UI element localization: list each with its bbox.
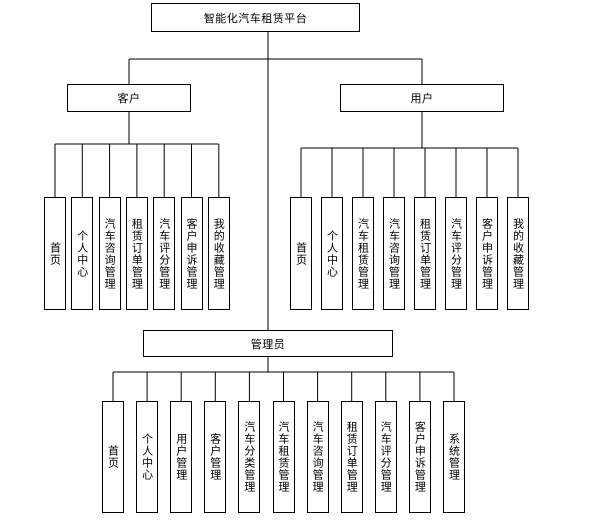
user-child-label: 个人中心 xyxy=(325,229,339,278)
admin-child-label: 个人中心 xyxy=(140,433,154,481)
admin-child-label: 租赁订单管理 xyxy=(345,421,359,493)
root-label: 智能化汽车租赁平台 xyxy=(203,11,308,25)
user-child-7: 客户申诉管理 xyxy=(476,197,498,310)
admin-child-5: 汽车分类管理 xyxy=(238,401,261,513)
customer-label: 客户 xyxy=(117,92,141,105)
admin-child-label: 汽车咨询管理 xyxy=(311,421,325,493)
user-child-label: 客户申诉管理 xyxy=(480,217,494,290)
user-child-label: 汽车咨询管理 xyxy=(387,217,401,290)
user-child-1: 首页 xyxy=(290,197,312,310)
root-node: 智能化汽车租赁平台 xyxy=(151,3,360,32)
admin-child-label: 汽车评分管理 xyxy=(379,421,393,493)
admin-child-6: 汽车租赁管理 xyxy=(272,401,295,513)
admin-child-9: 汽车评分管理 xyxy=(374,401,397,513)
admin-child-7: 汽车咨询管理 xyxy=(306,401,329,513)
admin-child-1: 首页 xyxy=(102,401,124,513)
admin-node: 管理员 xyxy=(143,330,393,357)
customer-child-4: 租赁订单管理 xyxy=(125,197,148,310)
customer-child-1: 首页 xyxy=(44,197,66,310)
admin-child-label: 系统管理 xyxy=(447,433,461,481)
admin-child-4: 客户管理 xyxy=(204,401,227,513)
admin-child-label: 汽车租赁管理 xyxy=(277,421,290,493)
admin-child-label: 客户管理 xyxy=(208,433,222,481)
user-child-label: 租赁订单管理 xyxy=(418,217,432,290)
admin-child-11: 系统管理 xyxy=(443,401,465,513)
user-child-label: 汽车租赁管理 xyxy=(356,217,370,290)
user-child-label: 首页 xyxy=(294,241,308,266)
user-child-4: 汽车咨询管理 xyxy=(383,197,405,310)
admin-child-label: 首页 xyxy=(106,445,120,469)
customer-child-3: 汽车咨询管理 xyxy=(98,197,121,310)
admin-child-8: 租赁订单管理 xyxy=(340,401,363,513)
user-child-label: 我的收藏管理 xyxy=(511,217,525,290)
admin-child-label: 汽车分类管理 xyxy=(242,421,256,493)
user-label: 用户 xyxy=(410,92,434,105)
customer-child-5: 汽车评分管理 xyxy=(153,197,176,310)
customer-child-label: 汽车评分管理 xyxy=(157,217,171,290)
user-child-3: 汽车租赁管理 xyxy=(352,197,374,310)
admin-child-10: 客户申诉管理 xyxy=(408,401,431,513)
customer-child-label: 首页 xyxy=(48,241,62,266)
user-child-5: 租赁订单管理 xyxy=(414,197,436,310)
customer-child-2: 个人中心 xyxy=(71,197,94,310)
user-child-label: 汽车评分管理 xyxy=(449,217,463,290)
user-child-8: 我的收藏管理 xyxy=(507,197,529,310)
admin-child-label: 客户申诉管理 xyxy=(413,421,427,493)
customer-child-7: 我的收藏管理 xyxy=(207,197,230,310)
admin-child-2: 个人中心 xyxy=(136,401,159,513)
customer-child-label: 我的收藏管理 xyxy=(212,217,226,290)
user-child-2: 个人中心 xyxy=(321,197,343,310)
customer-child-label: 租赁订单管理 xyxy=(130,217,144,290)
customer-child-label: 客户申诉管理 xyxy=(185,217,198,290)
customer-child-6: 客户申诉管理 xyxy=(180,197,203,310)
admin-child-3: 用户管理 xyxy=(170,401,193,513)
user-node: 用户 xyxy=(340,84,504,112)
admin-child-label: 用户管理 xyxy=(174,433,188,481)
user-child-6: 汽车评分管理 xyxy=(445,197,467,310)
admin-label: 管理员 xyxy=(250,337,286,351)
customer-child-label: 个人中心 xyxy=(75,229,89,278)
customer-child-label: 汽车咨询管理 xyxy=(103,217,117,290)
customer-node: 客户 xyxy=(67,84,191,112)
